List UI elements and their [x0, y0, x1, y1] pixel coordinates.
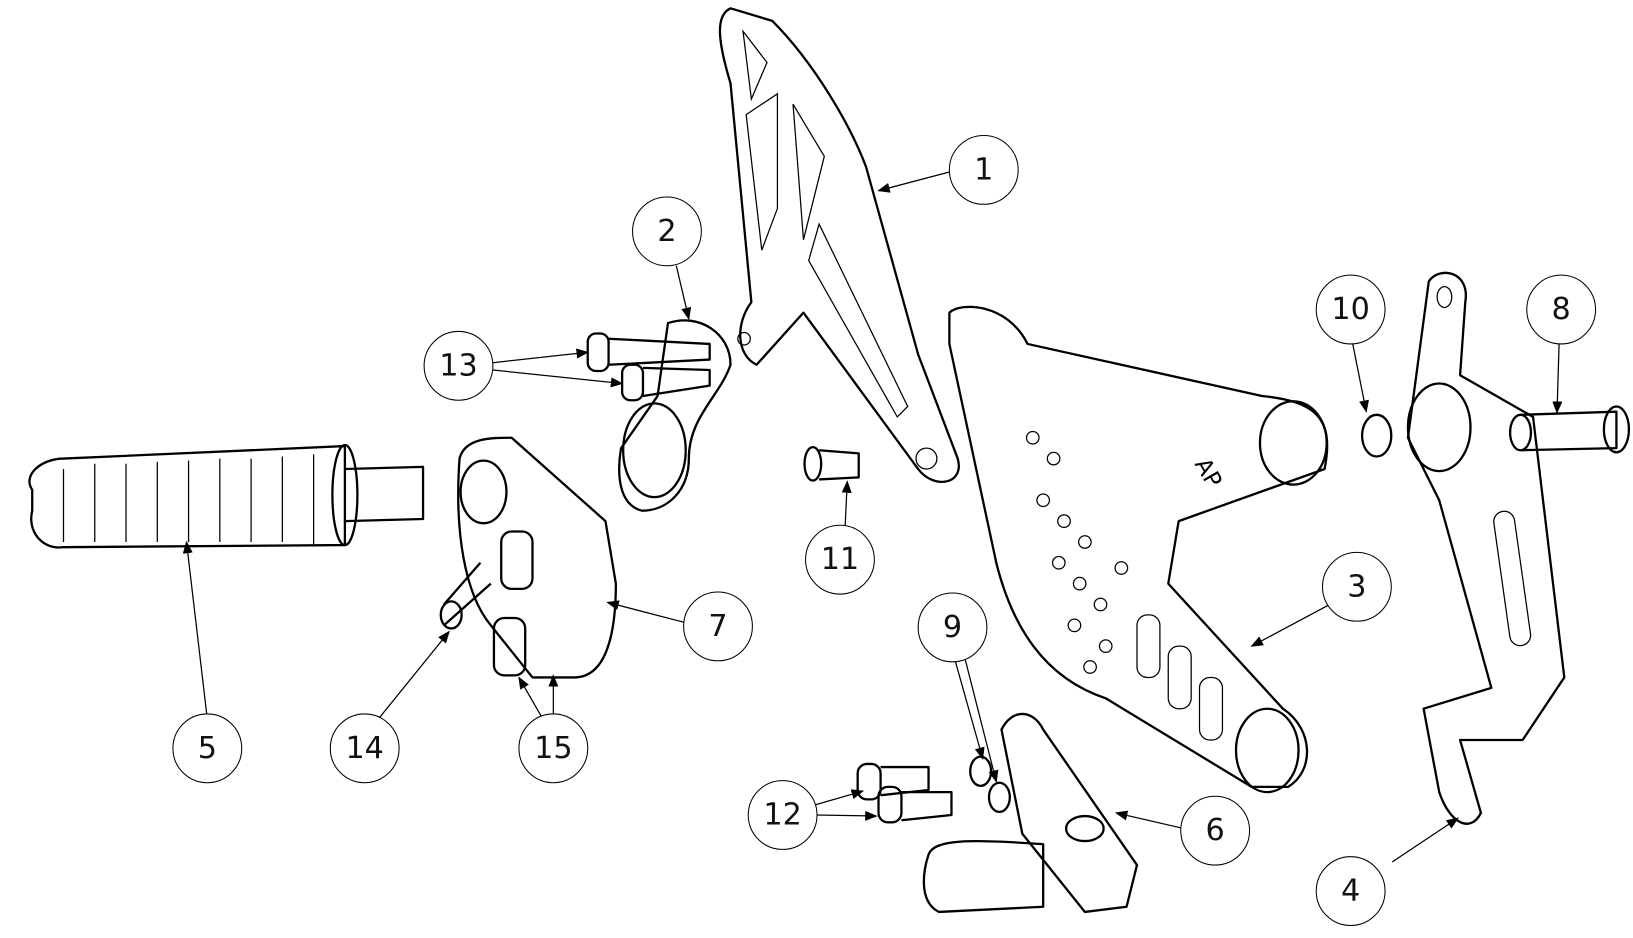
svg-text:12: 12	[763, 798, 801, 833]
svg-text:11: 11	[821, 542, 859, 577]
callout-15: 15	[518, 713, 589, 784]
svg-text:15: 15	[534, 731, 572, 766]
part-6-toe-peg	[922, 712, 1139, 914]
svg-text:13: 13	[439, 348, 477, 383]
part-4-lever	[1406, 271, 1566, 825]
part-1-bracket	[718, 7, 960, 483]
callout-2: 2	[632, 196, 702, 267]
svg-text:10: 10	[1331, 292, 1369, 327]
callout-14: 14	[329, 713, 400, 784]
part-13-screws	[586, 332, 711, 402]
svg-text:6: 6	[1206, 813, 1225, 848]
callout-5: 5	[172, 713, 243, 784]
callout-3: 3	[1321, 551, 1392, 622]
part-5-footpeg	[28, 443, 425, 549]
part-11-bolt	[803, 445, 860, 482]
callout-8: 8	[1526, 274, 1597, 345]
svg-text:2: 2	[657, 214, 676, 249]
svg-text:14: 14	[345, 731, 383, 766]
leader-lines	[182, 171, 1563, 863]
callout-12: 12	[747, 780, 818, 850]
part-12-screws	[856, 762, 953, 824]
callout-11: 11	[805, 524, 875, 595]
svg-text:9: 9	[943, 610, 962, 645]
callout-10: 10	[1315, 274, 1386, 345]
svg-text:3: 3	[1347, 569, 1366, 604]
svg-text:5: 5	[198, 731, 217, 766]
callout-6: 6	[1180, 795, 1251, 866]
part-7-hanger	[439, 436, 618, 679]
part-2-clamp	[618, 319, 732, 512]
svg-text:1: 1	[974, 152, 993, 187]
part-9-washers	[969, 755, 1011, 814]
part-8-pin	[1508, 405, 1631, 454]
callout-13: 13	[423, 330, 494, 401]
callout-9: 9	[917, 592, 988, 663]
svg-text:8: 8	[1552, 292, 1571, 327]
callout-7: 7	[683, 591, 753, 662]
callout-4: 4	[1315, 856, 1386, 927]
svg-text:AP: AP	[1189, 454, 1226, 493]
part-3-plate: AP	[948, 305, 1329, 794]
callout-1: 1	[948, 134, 1019, 205]
part-10-washer	[1360, 413, 1393, 458]
svg-text:7: 7	[708, 609, 727, 644]
svg-text:4: 4	[1341, 874, 1360, 909]
